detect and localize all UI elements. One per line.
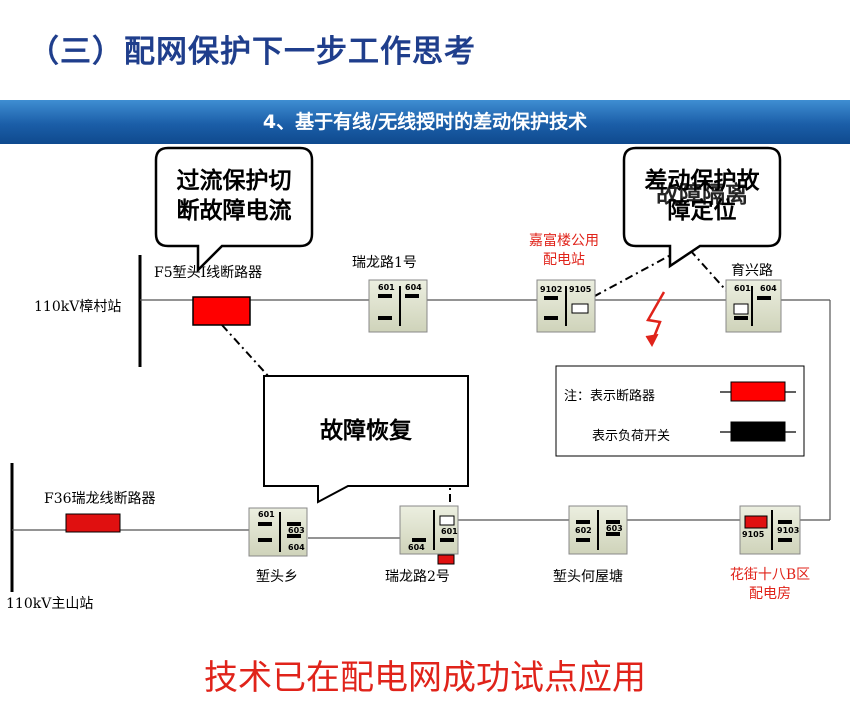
huajie18b-code-9105: 9105 [742, 530, 765, 539]
top-breaker-label: F5堑头I线断路器 [154, 265, 263, 281]
jiafulou-label-line1: 嘉富楼公用 [529, 233, 599, 249]
station-zhushan-label: 110kV主山站 [6, 596, 94, 612]
substation-ruilong1-box [368, 279, 428, 333]
jiafulou-label-line2: 配电站 [543, 252, 585, 268]
callout-differential-overlap: 故障隔离 [656, 182, 748, 208]
section-bar-title: 4、基于有线/无线授时的差动保护技术 [262, 111, 588, 133]
substation-huajie18b-box [739, 505, 801, 555]
qiantouxiang-code-601: 601 [258, 510, 275, 519]
jiafulou-code-9102: 9102 [540, 285, 563, 294]
substation-qiantouhewutang-box [568, 505, 628, 555]
huajie18b-label: 花街十八B区 配电房 [718, 566, 822, 604]
huajie18b-label-line1: 花街十八B区 [729, 567, 811, 583]
qiantouhewutang-code-603: 603 [606, 524, 623, 533]
qiantouxiang-label: 堑头乡 [256, 569, 298, 585]
page-title: （三）配网保护下一步工作思考 [28, 34, 476, 70]
station-zhangcun-label: 110kV樟村站 [34, 299, 122, 315]
callout-differential-line2: 障定位 [667, 198, 737, 224]
ruilong1-code-601: 601 [378, 283, 395, 292]
substation-ruilong2-box [399, 505, 459, 555]
substation-yuxing-box [725, 279, 782, 333]
ruilong1-label: 瑞龙路1号 [352, 255, 417, 271]
dashdot-diff-right [689, 249, 741, 307]
huajie18b-code-9103: 9103 [777, 526, 800, 535]
callout-restore-text: 故障恢复 [320, 418, 412, 444]
yuxing-code-601: 601 [734, 284, 751, 293]
yuxing-label: 育兴路 [731, 263, 773, 279]
ruilong2-code-604: 604 [408, 543, 425, 552]
callout-differential-text: 差动保护故 障定位 [628, 166, 776, 226]
callout-differential-bubble [622, 146, 782, 269]
qiantouxiang-code-603: 603 [288, 526, 305, 535]
callout-overcurrent-line1: 过流保护切 [176, 168, 292, 194]
substation-qiantouxiang-box [248, 507, 308, 557]
callout-overcurrent-bubble [154, 146, 314, 274]
ruilong1-code-604: 604 [405, 283, 422, 292]
substation-jiafulou-box [536, 279, 596, 333]
legend-load-switch-label: 表示负荷开关 [592, 429, 671, 444]
jiafulou-code-9105: 9105 [569, 285, 592, 294]
dashdot-overcurrent [221, 324, 271, 379]
fault-lightning-icon [646, 291, 666, 343]
callout-overcurrent-text: 过流保护切 断故障电流 [160, 166, 308, 226]
ruilong2-code-601: 601 [441, 527, 458, 536]
qiantouxiang-code-604: 604 [288, 543, 305, 552]
jiafulou-label: 嘉富楼公用 配电站 [510, 232, 618, 270]
bottom-breaker-symbol [65, 513, 121, 533]
legend-breaker-label: 注：表示断路器 [564, 389, 656, 404]
ruilong2-label: 瑞龙路2号 [385, 569, 450, 585]
legend-load-switch-swatch [730, 421, 786, 442]
callout-overcurrent-line2: 断故障电流 [176, 198, 292, 224]
huajie18b-label-line2: 配电房 [749, 586, 791, 602]
ruilong2-red-breaker [437, 554, 455, 565]
bottom-breaker-label: F36瑞龙线断路器 [44, 491, 156, 507]
conclusion-text: 技术已在配电网成功试点应用 [204, 658, 646, 698]
section-bar [0, 100, 850, 144]
legend-breaker-swatch [730, 381, 786, 402]
yuxing-code-604: 604 [760, 284, 777, 293]
dashdot-diff-left [579, 249, 681, 305]
qiantouhewutang-code-602: 602 [575, 526, 592, 535]
callout-restore-bubble [263, 375, 469, 504]
top-breaker-symbol [192, 296, 251, 326]
fault-arrow-head [645, 333, 659, 348]
qiantouhewutang-label: 堑头何屋塘 [553, 569, 623, 585]
callout-differential-line1: 差动保护故 [644, 168, 760, 194]
